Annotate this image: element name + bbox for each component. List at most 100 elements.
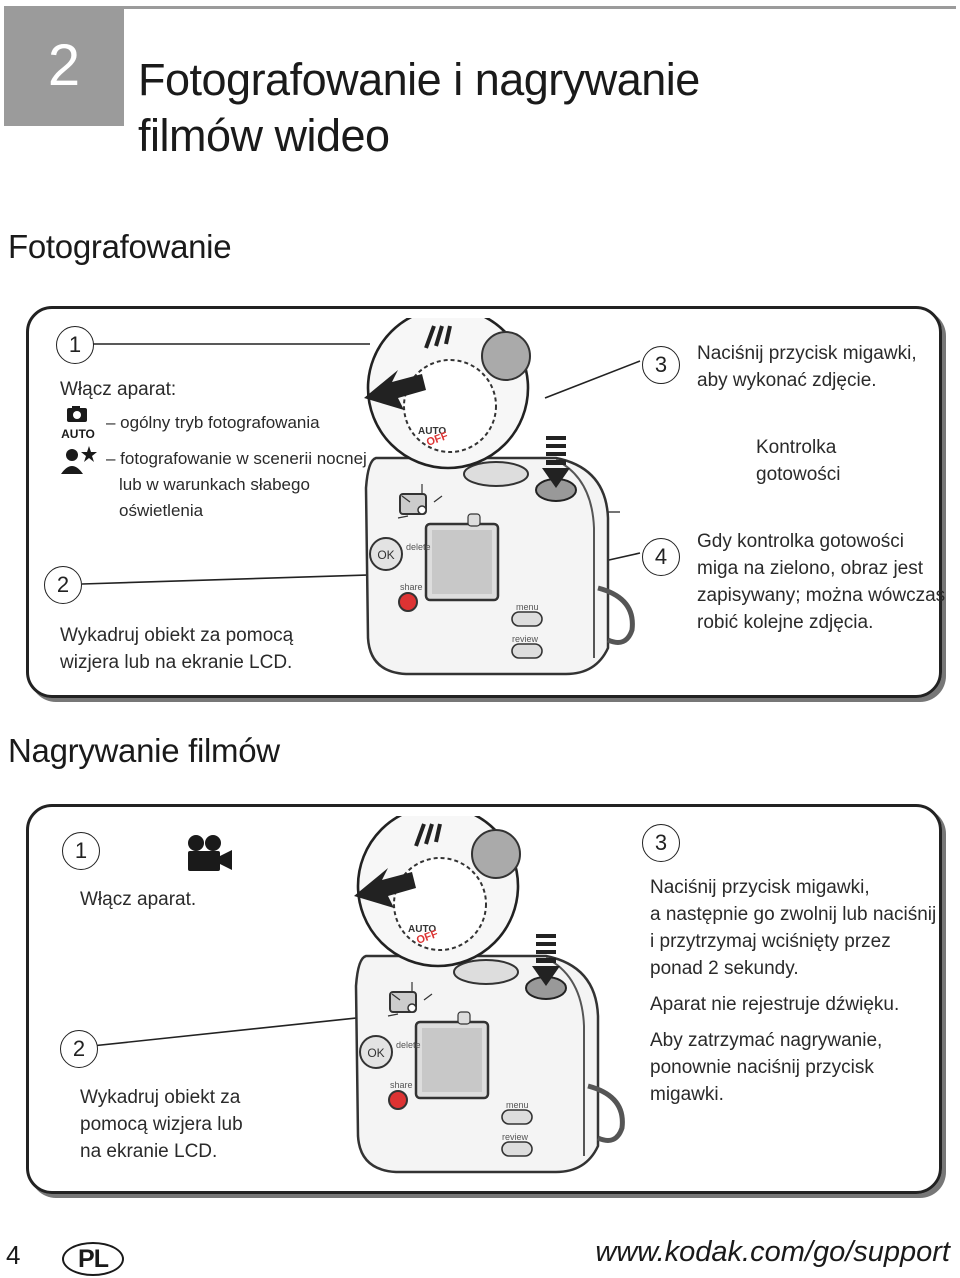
language-badge: PL [62, 1242, 124, 1276]
page-title-line2: filmów wideo [138, 110, 390, 161]
video-stop-line2: ponownie naciśnij przycisk [650, 1057, 874, 1078]
dial-motion-lines [424, 325, 452, 349]
mode-dial-large [403, 359, 497, 453]
video-step-2-line1: Wykadruj obiekt za [80, 1087, 241, 1108]
step-3-text: Naciśnij przycisk migawki, aby wykonać z… [697, 340, 917, 394]
mode-night-line1: – fotografowanie w scenerii nocnej [106, 449, 367, 468]
night-scene-icon [61, 446, 97, 474]
share-label: share [400, 582, 423, 592]
dial-arrow-icon [364, 370, 426, 410]
camera-strap [597, 585, 635, 645]
mode-dial-small [453, 959, 519, 985]
menu-button [501, 1109, 533, 1125]
step-4-badge: 4 [642, 538, 680, 576]
mode-night-line3: oświetlenia [119, 501, 204, 520]
photo-panel [26, 306, 942, 698]
step-4-text: Gdy kontrolka gotowości miga na zielono,… [697, 528, 945, 636]
press-arrow-icon [532, 966, 560, 986]
press-arrow-stripes [536, 934, 556, 963]
video-step-2-line2: pomocą wizjera lub [80, 1114, 243, 1135]
ok-button-label: OK [367, 1046, 384, 1060]
ready-light-rays [397, 484, 443, 519]
video-step-3-badge: 3 [642, 824, 680, 862]
video-step-2-line3: na ekranie LCD. [80, 1141, 218, 1162]
section-heading-photo: Fotografowanie [8, 228, 232, 265]
step-1-text: Włącz aparat: [60, 379, 177, 400]
ready-indicator-label: Kontrolka gotowości [756, 434, 841, 488]
video-step-3-line2: a następnie go zwolnij lub naciśnij [650, 904, 937, 925]
video-step-2-text: Wykadruj obiekt za pomocą wizjera lub na… [80, 1084, 243, 1165]
camera-auto-icon-label: AUTO [61, 427, 95, 440]
review-label: review [512, 634, 539, 644]
step-3-line2: aby wykonać zdjęcie. [697, 370, 877, 391]
chapter-number: 2 [4, 6, 124, 126]
flash-button [467, 513, 481, 527]
step-2-line1: Wykadruj obiekt za pomocą [60, 625, 294, 646]
dial-motion-lines [414, 823, 442, 847]
page-title-line1: Fotografowanie i nagrywanie [138, 54, 700, 105]
step-4-line3: zapisywany; można wówczas [697, 585, 946, 606]
chapter-rule [124, 6, 956, 9]
camera-auto-icon: AUTO [61, 406, 95, 440]
menu-label: menu [506, 1100, 529, 1110]
share-button [398, 592, 418, 612]
step-2-text: Wykadruj obiekt za pomocą wizjera lub na… [60, 622, 293, 676]
flash-button [457, 1011, 471, 1025]
mode-dial-small [463, 461, 529, 487]
menu-label: menu [516, 602, 539, 612]
ready-light-rays [387, 982, 433, 1017]
ok-button [359, 1035, 393, 1069]
press-arrow-stripes [546, 436, 566, 465]
ready-light [407, 1003, 417, 1013]
mode-auto-text: – ogólny tryb fotografowania [106, 413, 320, 432]
lcd-screen-inner [422, 1028, 482, 1092]
mode-night-line2: lub w warunkach słabego [119, 475, 310, 494]
ready-indicator-line1: Kontrolka [756, 437, 837, 458]
support-url[interactable]: www.kodak.com/go/support [595, 1236, 950, 1268]
step-4-line2: miga na zielono, obraz jest [697, 558, 924, 579]
dial-auto-label: AUTO [418, 426, 446, 437]
share-label: share [390, 1080, 413, 1090]
menu-button [511, 611, 543, 627]
video-step-1-text: Włącz aparat. [80, 889, 197, 910]
share-button [388, 1090, 408, 1110]
section-heading-video: Nagrywanie filmów [8, 732, 280, 769]
ok-button [369, 537, 403, 571]
mode-dial-large [393, 857, 487, 951]
step-2-line2: wizjera lub na ekranie LCD. [60, 652, 293, 673]
video-step-1-badge: 1 [62, 832, 100, 870]
page-number: 4 [6, 1240, 21, 1270]
camera-illustration-video: OK delete share menu review AUTO OFF [354, 816, 625, 1174]
camera-strap [587, 1083, 625, 1143]
video-step-3-line4: ponad 2 sekundy. [650, 958, 799, 979]
video-no-audio-note: Aparat nie rejestruje dźwięku. [650, 994, 900, 1015]
step-4-line4: robić kolejne zdjęcia. [697, 612, 874, 633]
shutter-button-zoom [471, 829, 521, 879]
video-stop-line1: Aby zatrzymać nagrywanie, [650, 1030, 883, 1051]
delete-label: delete [406, 542, 431, 552]
video-step-3-text: Naciśnij przycisk migawki, a następnie g… [650, 874, 936, 1108]
video-step-3-line3: i przytrzymaj wciśnięty przez [650, 931, 891, 952]
mode-night-text: – fotografowanie w scenerii nocnej lub w… [106, 446, 367, 524]
lcd-screen-inner [432, 530, 492, 594]
step-4-line1: Gdy kontrolka gotowości [697, 531, 904, 552]
dial-arrow-icon [354, 868, 416, 908]
video-step-2-badge: 2 [60, 1030, 98, 1068]
shutter-button-zoom [481, 331, 531, 381]
camera-illustration-photo: OK delete share menu review AUTO OFF [364, 318, 635, 676]
review-button [511, 643, 543, 659]
page-title: Fotografowanie i nagrywanie filmów wideo [138, 52, 938, 164]
step-1-badge: 1 [56, 326, 94, 364]
ready-light [417, 505, 427, 515]
press-arrow-icon [542, 468, 570, 488]
step-3-line1: Naciśnij przycisk migawki, [697, 343, 917, 364]
dial-auto-label: AUTO [408, 924, 436, 935]
review-button [501, 1141, 533, 1157]
video-step-3-line1: Naciśnij przycisk migawki, [650, 877, 870, 898]
delete-label: delete [396, 1040, 421, 1050]
video-stop-line3: migawki. [650, 1084, 724, 1105]
video-panel [26, 804, 942, 1194]
ok-button-label: OK [377, 548, 394, 562]
step-2-badge: 2 [44, 566, 82, 604]
ready-indicator-line2: gotowości [756, 464, 841, 485]
